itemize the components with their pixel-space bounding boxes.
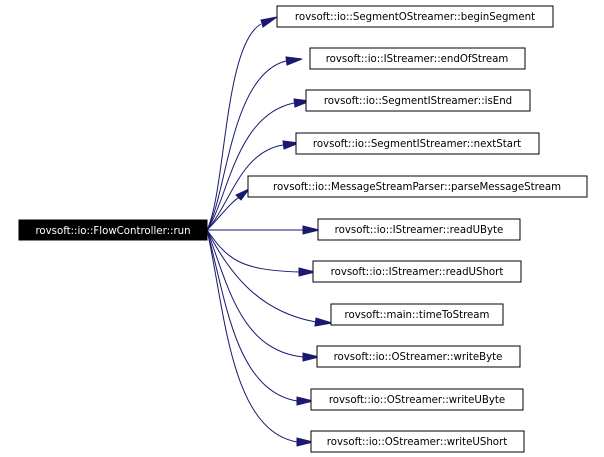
arrowhead-nextStart <box>282 140 300 150</box>
arrowhead-beginSegment <box>260 16 278 28</box>
node-writeUShort[interactable]: rovsoft::io::OStreamer::writeUShort <box>310 430 525 453</box>
node-parseMessageStream[interactable]: rovsoft::io::MessageStreamParser::parseM… <box>247 175 588 198</box>
edge-writeUByte <box>206 229 298 402</box>
arrowhead-timeToStream <box>314 317 333 327</box>
arrowhead-readUShort <box>298 267 316 277</box>
node-label: rovsoft::io::OStreamer::writeUShort <box>327 437 507 448</box>
node-readUByte[interactable]: rovsoft::io::IStreamer::readUByte <box>317 218 521 241</box>
edge-isEnd <box>206 102 295 231</box>
root-node[interactable]: rovsoft::io::FlowController::run <box>18 219 208 241</box>
node-label: rovsoft::io::IStreamer::readUByte <box>335 225 504 236</box>
node-label: rovsoft::io::IStreamer::endOfStream <box>326 54 509 65</box>
callee-nodes: rovsoft::io::SegmentOStreamer::beginSegm… <box>247 5 588 453</box>
arrowhead-writeUShort <box>296 437 314 447</box>
node-label: rovsoft::io::SegmentIStreamer::nextStart <box>313 139 521 150</box>
node-beginSegment[interactable]: rovsoft::io::SegmentOStreamer::beginSegm… <box>276 5 554 28</box>
edge-writeUShort <box>206 229 298 443</box>
node-readUShort[interactable]: rovsoft::io::IStreamer::readUShort <box>312 260 522 283</box>
edge-endOfStream <box>206 60 287 231</box>
node-isEnd[interactable]: rovsoft::io::SegmentIStreamer::isEnd <box>305 89 531 112</box>
node-label: rovsoft::io::MessageStreamParser::parseM… <box>273 182 561 193</box>
edge-readUShort <box>206 229 300 273</box>
node-label: rovsoft::io::OStreamer::writeUByte <box>329 395 505 406</box>
edge-writeByte <box>206 229 304 358</box>
edge-nextStart <box>206 144 284 231</box>
arrowhead-parseMessageStream <box>235 187 251 201</box>
node-endOfStream[interactable]: rovsoft::io::IStreamer::endOfStream <box>309 47 526 70</box>
call-edges <box>206 23 317 443</box>
node-label: rovsoft::io::SegmentOStreamer::beginSegm… <box>295 12 535 23</box>
node-timeToStream[interactable]: rovsoft::main::timeToStream <box>330 303 504 326</box>
node-writeByte[interactable]: rovsoft::io::OStreamer::writeByte <box>316 345 521 368</box>
node-label: rovsoft::io::OStreamer::writeByte <box>334 352 503 363</box>
node-writeUByte[interactable]: rovsoft::io::OStreamer::writeUByte <box>310 388 524 411</box>
arrowhead-writeUByte <box>296 396 314 406</box>
arrowhead-writeByte <box>302 352 320 362</box>
node-label: rovsoft::io::SegmentIStreamer::isEnd <box>324 96 512 107</box>
arrowhead-readUByte <box>302 225 320 235</box>
arrowhead-endOfStream <box>285 56 303 66</box>
edge-beginSegment <box>206 23 262 231</box>
node-label: rovsoft::main::timeToStream <box>345 310 490 321</box>
node-nextStart[interactable]: rovsoft::io::SegmentIStreamer::nextStart <box>295 132 540 155</box>
edge-timeToStream <box>206 229 317 323</box>
root-node-label: rovsoft::io::FlowController::run <box>35 226 190 237</box>
node-label: rovsoft::io::IStreamer::readUShort <box>331 267 504 278</box>
root-node-box <box>18 219 208 241</box>
